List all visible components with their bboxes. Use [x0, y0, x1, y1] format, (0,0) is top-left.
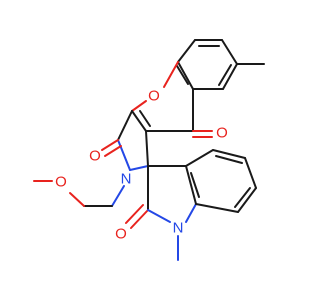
bond	[185, 203, 197, 223]
bond	[130, 209, 149, 229]
bond	[117, 110, 133, 141]
bond	[215, 155, 243, 164]
ether-oxygen-label: O	[55, 174, 67, 191]
pyrrolidine-nitrogen-label: N	[121, 171, 132, 188]
bond	[222, 63, 238, 90]
structure-drawing: O O O N O O N	[33, 39, 265, 261]
bond	[176, 65, 189, 85]
bond	[234, 187, 251, 208]
bond	[177, 39, 196, 63]
bond	[129, 165, 149, 171]
bond	[237, 187, 257, 213]
bond	[131, 110, 147, 132]
bond	[131, 100, 147, 112]
bond	[177, 61, 194, 90]
bond	[104, 145, 122, 157]
bond	[190, 172, 200, 198]
bond	[163, 61, 179, 88]
bond	[147, 209, 171, 223]
bond	[111, 185, 125, 207]
lactam-oxygen-bottom-label: O	[115, 226, 127, 243]
indoline-nitrogen-label: N	[173, 220, 184, 237]
bond	[221, 39, 238, 65]
bond	[185, 149, 214, 167]
bond	[244, 157, 257, 189]
bond	[125, 204, 144, 224]
bond	[218, 64, 232, 86]
lactam-oxygen-top-label: O	[89, 148, 101, 165]
bond	[145, 130, 149, 167]
molecule-diagram: O O O N O O N	[33, 39, 265, 261]
bonds	[33, 39, 265, 261]
bond	[139, 110, 151, 127]
bond	[101, 139, 119, 151]
bond	[212, 149, 246, 159]
bond	[185, 165, 197, 205]
bond	[69, 192, 85, 207]
bond	[117, 139, 131, 171]
atom-labels: O O O N O O N	[55, 88, 228, 243]
ring-oxygen-label: O	[148, 88, 160, 105]
bond	[195, 203, 239, 213]
ketone-oxygen-label: O	[216, 125, 228, 142]
